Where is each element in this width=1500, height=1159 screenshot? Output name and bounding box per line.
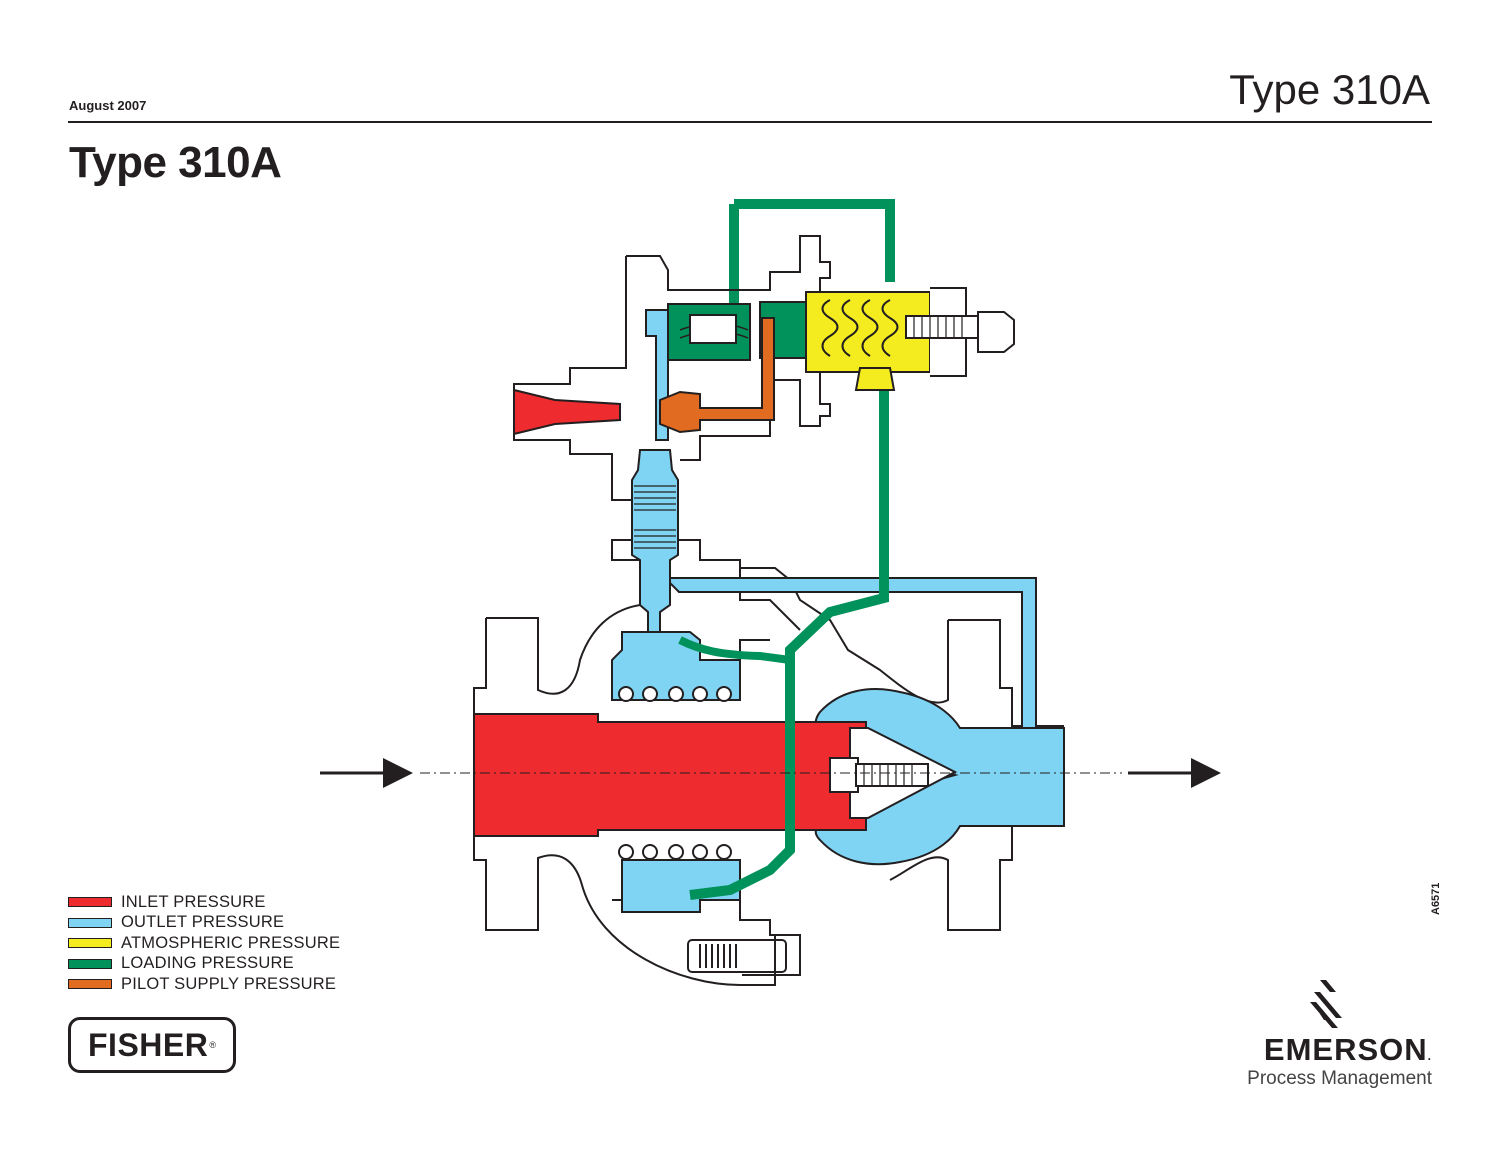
legend-swatch-outlet xyxy=(68,917,112,928)
fisher-logo-text: FISHER xyxy=(88,1026,209,1063)
atmospheric-spring-case xyxy=(805,287,1015,391)
pilot-body xyxy=(513,235,831,501)
legend-item-inlet: INLET PRESSURE xyxy=(68,892,340,913)
legend-label-atmospheric: ATMOSPHERIC PRESSURE xyxy=(121,933,341,952)
legend-swatch-pilot-supply xyxy=(68,979,112,990)
header-title: Type 310A xyxy=(1229,66,1430,113)
legend-item-pilot-supply: PILOT SUPPLY PRESSURE xyxy=(68,974,340,995)
emerson-logo-text: EMERSON. xyxy=(1264,1032,1432,1068)
legend-item-outlet: OUTLET PRESSURE xyxy=(68,913,340,934)
header-rule xyxy=(68,121,1432,123)
inlet-pressure-regions xyxy=(473,388,867,837)
pressure-legend: INLET PRESSURE OUTLET PRESSURE ATMOSPHER… xyxy=(68,892,340,995)
emerson-wordmark-dot: . xyxy=(1427,1049,1432,1063)
main-valve-body xyxy=(473,539,1064,986)
legend-label-outlet: OUTLET PRESSURE xyxy=(121,913,285,932)
legend-label-inlet: INLET PRESSURE xyxy=(121,892,266,911)
fisher-registered-mark: ® xyxy=(209,1040,216,1050)
legend-swatch-loading xyxy=(68,958,112,969)
pilot-supply-regions xyxy=(659,317,775,434)
emerson-wordmark: EMERSON xyxy=(1263,1032,1428,1067)
legend-item-atmospheric: ATMOSPHERIC PRESSURE xyxy=(68,933,340,954)
legend-label-pilot-supply: PILOT SUPPLY PRESSURE xyxy=(121,974,337,993)
main-spring-coils xyxy=(618,686,732,860)
fisher-logo: FISHER® xyxy=(68,1017,236,1073)
emerson-logo-icon xyxy=(1310,980,1342,1028)
connector-threads xyxy=(634,485,676,549)
legend-label-loading: LOADING PRESSURE xyxy=(121,954,294,973)
legend-swatch-atmospheric xyxy=(68,938,112,949)
drawing-id: A6571 xyxy=(1430,882,1442,915)
document-date: August 2007 xyxy=(69,98,147,113)
legend-item-loading: LOADING PRESSURE xyxy=(68,954,340,975)
legend-swatch-inlet xyxy=(68,897,112,908)
page-title: Type 310A xyxy=(69,138,282,187)
emerson-tagline: Process Management xyxy=(1247,1068,1432,1089)
